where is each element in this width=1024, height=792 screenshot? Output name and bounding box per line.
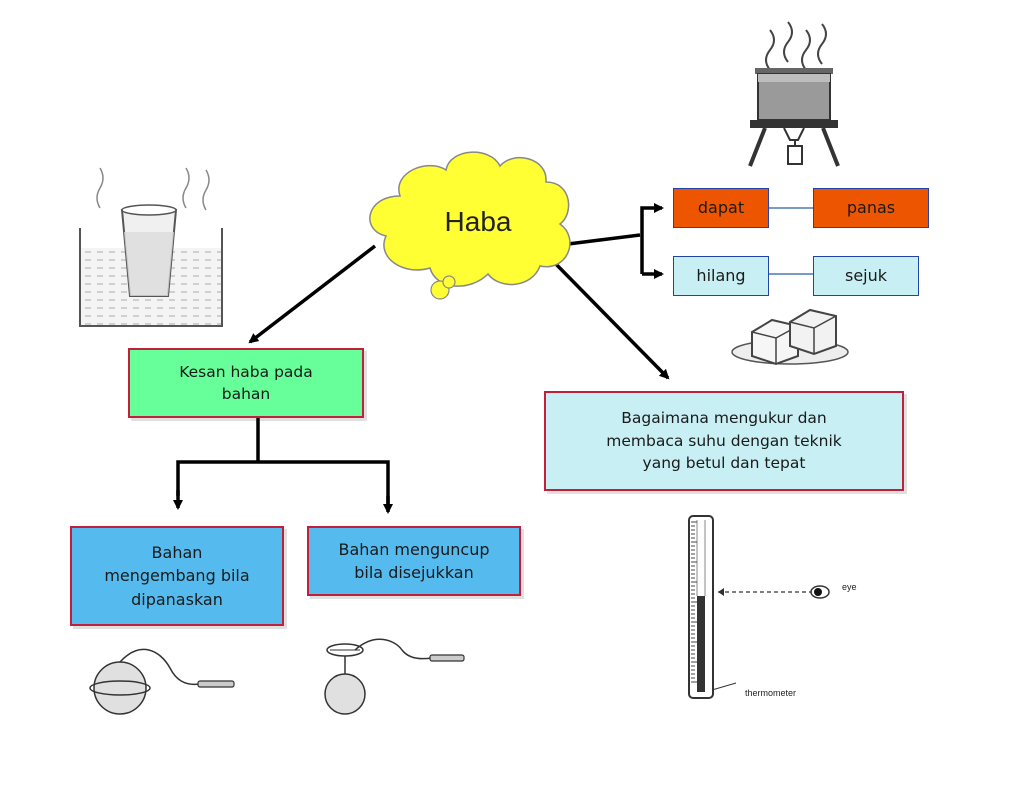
box-kesan-haba: Kesan haba pada bahan: [128, 348, 364, 418]
glass-in-hot-water-icon: [79, 167, 223, 327]
ice-cubes-icon: [731, 308, 849, 366]
ball-and-ring-expand-icon: [89, 648, 235, 715]
box-dapat: dapat: [673, 188, 769, 228]
eye-icon: [810, 585, 830, 599]
box-bahan-mengembang: Bahan mengembang bila dipanaskan: [70, 526, 284, 626]
boiling-pot-on-burner-icon: [748, 21, 840, 167]
haba-cloud: [369, 151, 571, 300]
central-topic-label: Haba: [444, 206, 512, 237]
connector-lines: [173, 203, 670, 514]
thermometer-label: thermometer: [745, 688, 797, 698]
box-bagaimana-mengukur: Bagaimana mengukur dan membaca suhu deng…: [544, 391, 904, 491]
box-panas: panas: [813, 188, 929, 228]
box-bahan-menguncup: Bahan menguncup bila disejukkan: [307, 526, 521, 596]
thermometer-icon: [688, 515, 812, 699]
eye-label: eye: [842, 582, 857, 592]
thin-pair-links: [769, 207, 813, 275]
box-hilang: hilang: [673, 256, 769, 296]
box-sejuk: sejuk: [813, 256, 919, 296]
ball-and-ring-contract-icon: [324, 638, 465, 715]
